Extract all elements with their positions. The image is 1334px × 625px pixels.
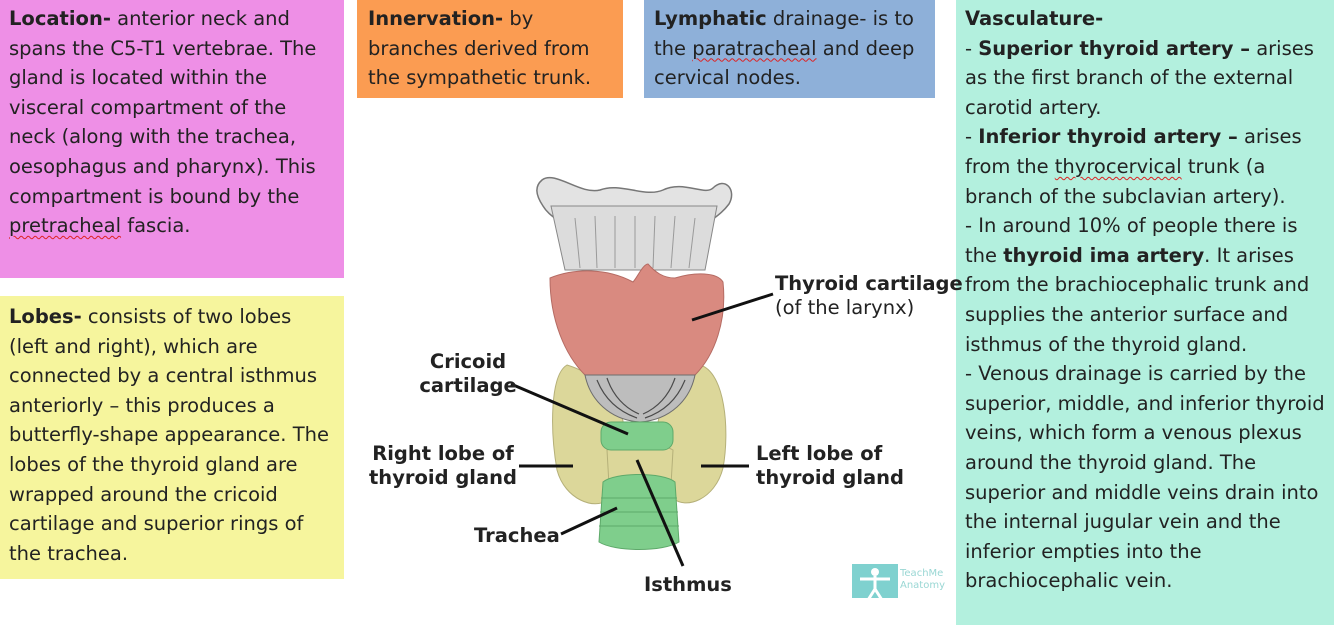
teachme-logo-line1: TeachMe <box>900 568 944 579</box>
larynx-shading <box>574 215 696 269</box>
lymphatic-text-end: and deep cervical nodes. <box>654 36 915 90</box>
innervation-box: Innervation- by branches derived from th… <box>357 0 623 98</box>
location-term-pretracheal: pretracheal <box>9 214 122 238</box>
lobes-box: Lobes- consists of two lobes (left and r… <box>0 296 344 579</box>
label-isthmus: Isthmus <box>644 573 732 596</box>
vasculature-superior-dash: - <box>965 36 979 60</box>
location-text: anterior neck and spans the C5-T1 verteb… <box>9 7 317 208</box>
label-thyroid-cartilage-title: Thyroid cartilage <box>775 272 963 295</box>
lobes-heading: Lobes- <box>9 305 82 328</box>
label-right-lobe-line2: thyroid gland <box>368 466 517 489</box>
lymphatic-text: drainage- is to the <box>654 7 914 60</box>
vasculature-heading: Vasculature- <box>965 7 1104 30</box>
location-text-end: fascia. <box>121 214 191 238</box>
label-thyroid-cartilage: Thyroid cartilage (of the larynx) <box>775 272 963 320</box>
leader-trachea <box>560 506 618 536</box>
lobes-text: consists of two lobes (left and right), … <box>9 305 329 565</box>
innervation-text: by branches derived from the sympathetic… <box>368 7 592 90</box>
vasculature-ima-text: - In around 10% of people there is the <box>965 214 1298 267</box>
label-left-lobe: Left lobe of thyroid gland <box>756 442 904 490</box>
teachme-logo-icon <box>852 564 898 601</box>
vasculature-ima-heading: thyroid ima artery <box>1003 243 1205 267</box>
vasculature-superior-text: arises as the first branch of the extern… <box>965 36 1314 119</box>
vasculature-venous-text: - Venous drainage is carried by the supe… <box>965 362 1325 593</box>
lymphatic-term-paratracheal: paratracheal <box>692 36 817 60</box>
lymphatic-heading: Lymphatic <box>654 7 767 30</box>
lymphatic-box: Lymphatic drainage- is to the paratrache… <box>644 0 935 98</box>
vasculature-box: Vasculature- - Superior thyroid artery –… <box>956 0 1334 625</box>
teachme-logo-line2: Anatomy <box>900 580 946 591</box>
teachme-anatomy-logo: TeachMe Anatomy <box>852 562 954 602</box>
leader-isthmus <box>635 459 685 567</box>
label-right-lobe-line1: Right lobe of <box>372 442 514 465</box>
thyroid-cartilage-shape <box>549 263 725 376</box>
vasculature-inferior-text-end: trunk (a branch of the subclavian artery… <box>965 154 1286 208</box>
leader-lines <box>510 292 774 567</box>
location-box: Location- anterior neck and spans the C5… <box>0 0 344 278</box>
vasculature-inferior-heading: Inferior thyroid artery – <box>978 125 1238 149</box>
larynx-upper-shape <box>550 205 718 271</box>
label-cricoid-cartilage: Cricoid cartilage <box>412 350 524 398</box>
label-trachea: Trachea <box>474 524 560 547</box>
vasculature-superior-heading: Superior thyroid artery – <box>978 36 1251 60</box>
innervation-heading: Innervation- <box>368 7 504 30</box>
location-heading: Location- <box>9 7 111 30</box>
teachme-logo-text: TeachMe Anatomy <box>900 568 945 592</box>
cricothyroid-fibres <box>596 377 686 419</box>
vasculature-ima-text-end: . It arises from the brachiocephalic tru… <box>965 243 1310 356</box>
label-left-lobe-line1: Left lobe of <box>756 442 883 465</box>
label-cricoid-line1: Cricoid <box>429 350 507 373</box>
thyroid-illustration <box>510 177 774 567</box>
vasculature-inferior-text: arises from the <box>965 125 1302 178</box>
vasculature-term-thyrocervical: thyrocervical <box>1054 154 1182 178</box>
leader-cricoid <box>510 382 629 436</box>
vasculature-inferior-dash: - <box>965 125 979 149</box>
label-left-lobe-line2: thyroid gland <box>756 466 905 489</box>
leader-thyroid-cartilage <box>691 292 774 322</box>
label-thyroid-cartilage-sub: (of the larynx) <box>775 296 915 319</box>
label-right-lobe: Right lobe of thyroid gland <box>368 442 518 490</box>
label-cricoid-line2: cartilage <box>419 374 517 397</box>
